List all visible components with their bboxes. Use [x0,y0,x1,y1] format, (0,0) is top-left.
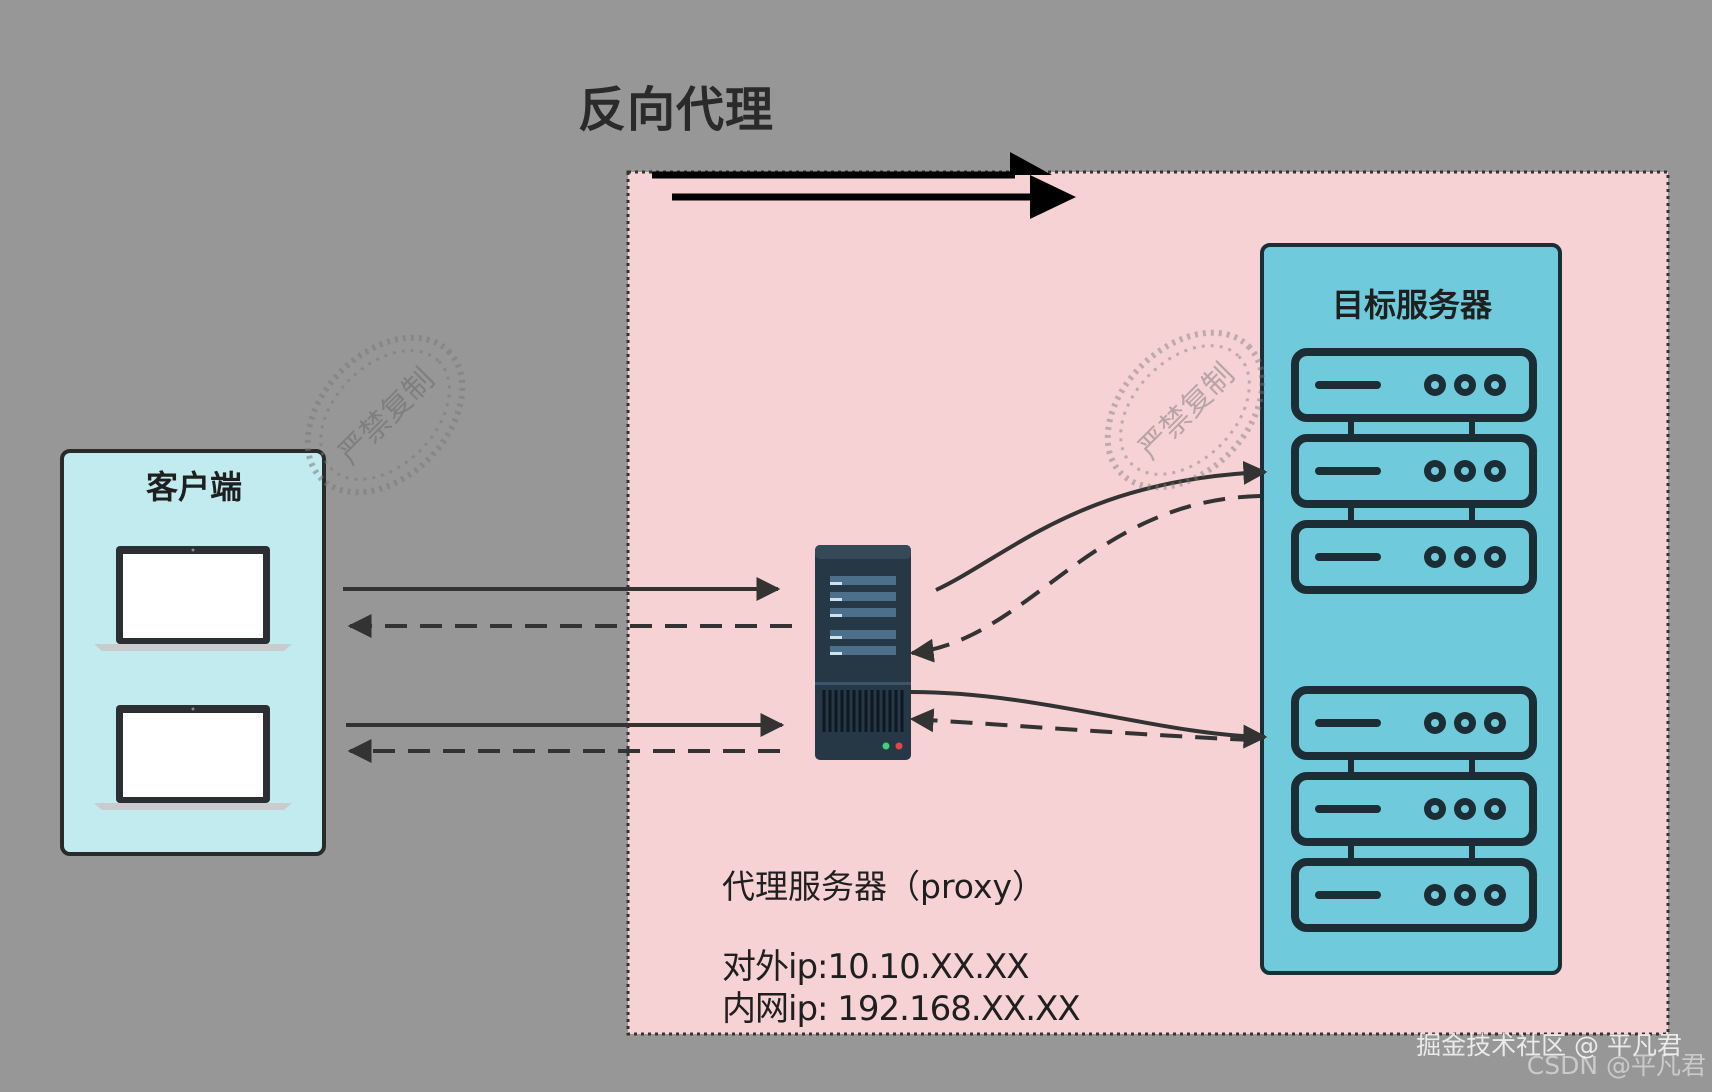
server-rack-unit-icon [1295,690,1533,756]
server-tower-icon [815,545,911,760]
server-rack-unit-icon [1295,862,1533,928]
proxy-server-label: 代理服务器（proxy） [722,867,1046,906]
direction-arrow-icon [652,152,1076,219]
proxy-ip-info: 对外ip:10.10.XX.XX 内网ip: 192.168.XX.XX [722,946,1081,1030]
server-rack-unit-icon [1295,776,1533,842]
server-rack-unit-icon [1295,524,1533,590]
footer-watermark-secondary: CSDN @平凡君 [1526,1051,1706,1080]
laptop-icon [94,705,292,810]
server-rack-unit-icon [1295,438,1533,504]
diagram-title: 反向代理 [578,82,775,138]
return-arrow [909,708,1253,742]
laptop-icon [94,546,292,651]
forward-arrow [910,690,1268,749]
server-rack-unit-icon [1295,352,1533,418]
client-label: 客户端 [145,468,242,506]
return-arrow [909,494,1261,663]
server-rack-bottom [1295,690,1533,928]
svg-text:严禁复制: 严禁复制 [332,362,442,472]
target-server-label: 目标服务器 [1331,286,1492,324]
footer-watermark: 掘金技术社区 @ 平凡君 [1416,1031,1682,1060]
client-proxy-arrows [343,577,792,763]
internal-ip: 内网ip: 192.168.XX.XX [722,989,1081,1029]
forward-arrow [935,460,1268,592]
proxy-target-arrows [909,460,1268,749]
external-ip: 对外ip:10.10.XX.XX [722,947,1030,987]
server-rack-top [1295,352,1533,590]
